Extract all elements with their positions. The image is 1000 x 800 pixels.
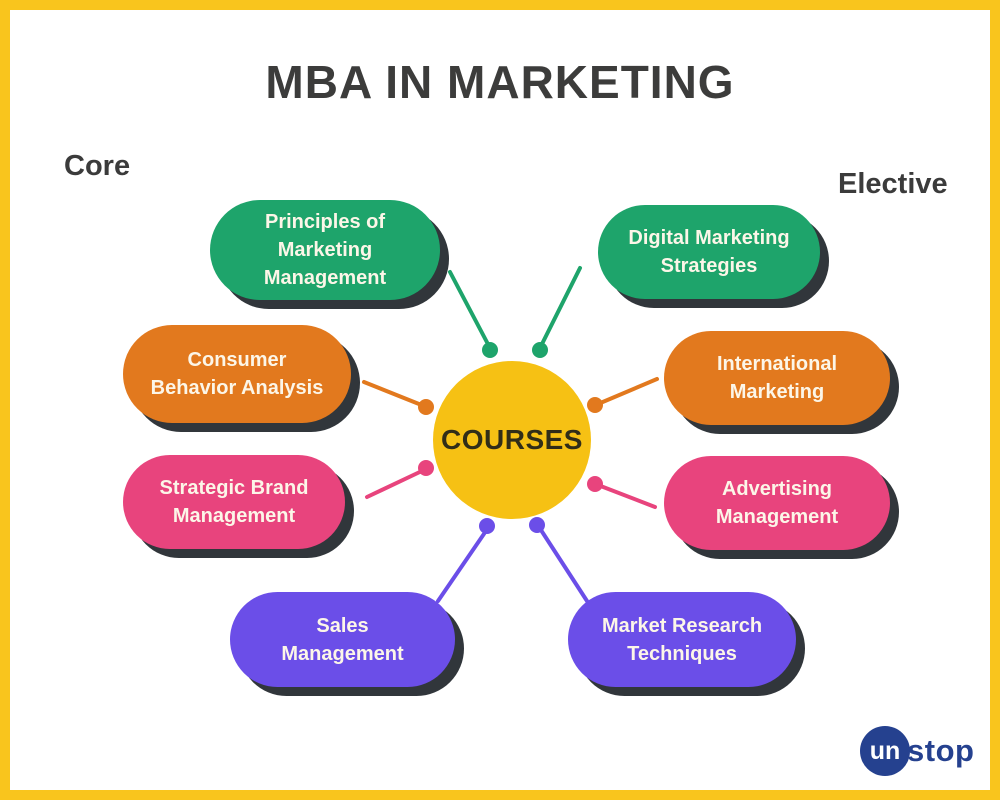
connector-international xyxy=(596,377,659,406)
connector-dot-consumer xyxy=(418,399,434,415)
pill-text-line: Marketing xyxy=(729,381,825,403)
course-pill-consumer-behavior-analysis: Consumer Behavior Analysis xyxy=(123,325,351,423)
unstop-logo-text: stop xyxy=(907,733,975,768)
connector-strategic xyxy=(365,468,426,499)
course-pill-digital-marketing-strategies: Digital Marketing Strategies xyxy=(598,205,820,299)
pill-text-line: Management xyxy=(172,505,296,527)
connector-dot-principles xyxy=(482,342,498,358)
connector-sales xyxy=(436,526,490,603)
pill-text-line: Marketing xyxy=(277,239,373,261)
courses-center-node: COURSES xyxy=(433,361,591,519)
course-pill-strategic-brand-management: Strategic Brand Management xyxy=(123,455,345,549)
pill-text-line: Strategic Brand xyxy=(159,477,309,499)
pill-text-line: International xyxy=(716,353,837,375)
unstop-logo-circle: un xyxy=(860,726,910,776)
pill-text-line: Management xyxy=(263,267,387,289)
connector-dot-research xyxy=(529,517,545,533)
unstop-logo: un stop xyxy=(860,726,974,776)
pill-text-line: Consumer xyxy=(187,349,287,371)
connector-principles xyxy=(448,270,492,350)
connector-dot-advertising xyxy=(587,476,603,492)
pill-text-line: Advertising xyxy=(721,478,833,500)
connector-research xyxy=(537,525,589,603)
pill-text-line: Behavior Analysis xyxy=(150,377,324,399)
pill-text-line: Techniques xyxy=(627,642,737,665)
connector-dot-strategic xyxy=(418,460,434,476)
course-pill-market-research-techniques: Market Research Techniques xyxy=(568,592,796,687)
connector-advertising xyxy=(596,483,657,509)
course-pill-advertising-management: Advertising Management xyxy=(664,456,890,550)
connector-dot-international xyxy=(587,397,603,413)
connector-dot-sales xyxy=(479,518,495,534)
pill-text-line: Management xyxy=(715,506,839,528)
pill-text-line: Strategies xyxy=(660,255,758,277)
connector-digital xyxy=(538,266,582,350)
connector-consumer xyxy=(362,380,426,408)
course-pill-international-marketing: International Marketing xyxy=(664,331,890,425)
course-pill-principles-of-marketing-management: Principles of Marketing Management xyxy=(210,200,440,300)
elective-group-label: Elective xyxy=(838,168,948,200)
pill-text-line: Sales xyxy=(316,614,369,637)
pill-text-line: Management xyxy=(281,642,404,665)
pill-text-line: Market Research xyxy=(601,614,763,637)
pill-text-line: Principles of xyxy=(264,211,386,233)
page-title: MBA IN MARKETING xyxy=(265,56,735,108)
connector-dot-digital xyxy=(532,342,548,358)
course-pill-sales-management: Sales Management xyxy=(230,592,455,687)
core-group-label: Core xyxy=(64,150,131,182)
pill-text-line: Digital Marketing xyxy=(628,227,790,249)
